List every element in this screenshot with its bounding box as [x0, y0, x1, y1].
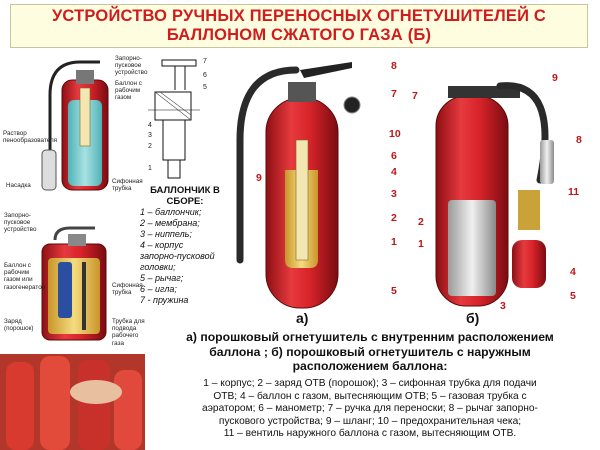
callout-a-7: 7 [391, 88, 397, 100]
callout-a-5: 5 [391, 285, 397, 297]
caption: а) порошковый огнетушитель с внутренним … [150, 330, 590, 374]
callout-a-2: 2 [391, 212, 397, 224]
assembly-item: запорно-пусковой [140, 251, 215, 261]
callout-b-8: 8 [576, 134, 582, 146]
callout-b-4: 4 [570, 266, 576, 278]
callout-a-8: 8 [391, 60, 397, 72]
label-siphon-tube: Сифонная трубка [112, 178, 143, 193]
legend-line3: аэратором; 6 – манометр; 7 – ручка для п… [202, 403, 538, 415]
label-startup-device: Запорно-пусковое устройство [115, 55, 148, 77]
caption-line2: баллона ; б) порошковый огнетушитель с н… [209, 344, 531, 359]
assy-num-6: 6 [203, 72, 207, 79]
callout-b-7: 7 [412, 90, 418, 102]
assy-num-3: 3 [148, 132, 152, 139]
label-nozzle: Насадка [6, 182, 31, 189]
callout-b-9: 9 [552, 72, 558, 84]
label-b: б) [466, 310, 480, 326]
legend-line5: 11 – вентиль наружного баллона с газом, … [223, 428, 517, 440]
callout-a-10: 10 [389, 128, 401, 140]
page-title-line2: БАЛЛОНОМ СЖАТОГО ГАЗА (Б) [166, 26, 432, 44]
assembly-item: 2 – мембрана; [140, 218, 200, 228]
assembly-item: 3 – ниппель; [140, 229, 192, 239]
assembly-title-line2: СБОРЕ: [166, 196, 204, 207]
extinguisher-a [236, 62, 361, 309]
assy-num-1: 1 [148, 165, 152, 172]
assembly-title-line1: БАЛЛОНЧИК В [150, 185, 220, 196]
label-foam-solution: Раствор пенообразователя [3, 130, 58, 145]
assy-num-4: 4 [148, 122, 152, 129]
legend-line2: ОТВ; 4 – баллон с газом, вытесняющим ОТВ… [213, 390, 527, 402]
assembly-item: 4 – корпус [140, 240, 184, 250]
label-a: а) [296, 310, 309, 326]
callout-b-5: 5 [570, 290, 576, 302]
assembly-cross-section [148, 59, 200, 179]
assy-num-7: 7 [203, 58, 207, 65]
assembly-item: 7 - пружина [140, 295, 189, 305]
callout-a-6: 6 [391, 150, 397, 162]
callout-a-3: 3 [391, 188, 397, 200]
callout-b-11: 11 [568, 186, 580, 198]
assembly-item: 6 – игла; [140, 284, 177, 294]
legend-line1: 1 – корпус; 2 – заряд ОТВ (порошок); 3 –… [203, 378, 537, 389]
assy-num-2: 2 [148, 143, 152, 150]
assembly-item: головки; [140, 262, 176, 272]
caption-line3: расположением баллона: [292, 359, 448, 373]
label2-gas-cylinder: Баллон с рабочим газом или газогенератор [4, 262, 46, 291]
legend-line4: пускового устройства; 9 – шланг; 10 – пр… [218, 415, 522, 427]
title-banner: УСТРОЙСТВО РУЧНЫХ ПЕРЕНОСНЫХ ОГНЕТУШИТЕЛ… [10, 4, 588, 48]
extinguisher-b [435, 82, 554, 307]
photo-extinguishers [0, 354, 145, 450]
powder-extinguisher-diagram [41, 226, 107, 341]
page-title-line1: УСТРОЙСТВО РУЧНЫХ ПЕРЕНОСНЫХ ОГНЕТУШИТЕЛ… [51, 7, 547, 25]
assembly-legend: БАЛЛОНЧИК В СБОРЕ: 1 – баллончик; 2 – ме… [140, 185, 230, 306]
callout-a-4: 4 [391, 166, 397, 178]
label2-startup-device: Запорно-пусковое устройство [4, 212, 37, 234]
callout-a-1: 1 [391, 236, 397, 248]
label-gas-cylinder: Баллон с рабочим газом [115, 80, 142, 102]
callout-b-3: 3 [500, 300, 506, 312]
callout-b-1: 1 [418, 238, 424, 250]
label2-feed-tube: Трубка для подвода рабочего газа [112, 318, 145, 347]
callout-b-2: 2 [418, 216, 424, 228]
label2-charge: Заряд (порошок) [4, 318, 34, 333]
parts-legend: 1 – корпус; 2 – заряд ОТВ (порошок); 3 –… [150, 378, 590, 441]
callout-a-9: 9 [256, 172, 262, 184]
label2-siphon-tube: Сифонная трубка [112, 282, 143, 297]
caption-line1: а) порошковый огнетушитель с внутренним … [186, 330, 554, 344]
assembly-item: 5 – рычаг; [140, 273, 184, 283]
assembly-item: 1 – баллончик; [140, 207, 202, 217]
foam-extinguisher-diagram [41, 60, 109, 191]
assy-num-5: 5 [203, 84, 207, 91]
